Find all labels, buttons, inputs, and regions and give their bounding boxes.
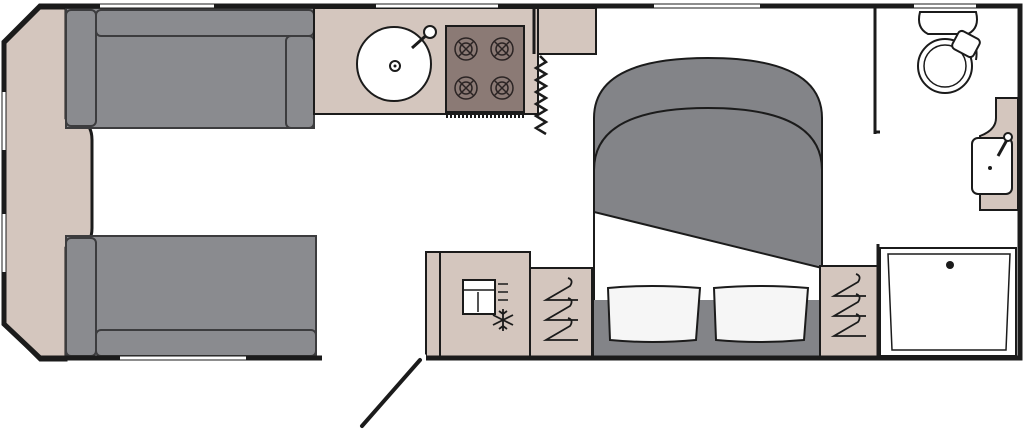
top-sofa-arm: [285, 35, 315, 129]
bottom-sofa-backrest: [95, 329, 317, 357]
coat-hanger-icon: [830, 273, 866, 337]
wardrobe-left: [529, 267, 593, 359]
kitchen: [313, 7, 597, 359]
fixed-bed-bedroom: [529, 56, 879, 359]
bottom-sofa-front-cushion: [65, 237, 97, 357]
duvet-fold: [593, 106, 823, 171]
bed-duvet: [593, 56, 823, 270]
shower-tray-icon: [879, 247, 1017, 357]
four-burner-hob-icon: [445, 25, 526, 118]
wardrobe-right: [819, 265, 879, 359]
walls: [1, 3, 1023, 361]
round-sink-icon: [356, 25, 437, 102]
entrance-door-icon: [322, 354, 426, 428]
pillow-right: [712, 285, 810, 343]
windows: [2, 4, 976, 360]
outer-wall: [1, 3, 1023, 361]
toilet-icon: [917, 11, 981, 94]
internal-partitions: [532, 6, 880, 358]
pillow-left: [606, 285, 702, 343]
fridge-freezer-icon: [425, 251, 531, 359]
folding-partition: [533, 55, 549, 136]
top-sofa: [65, 7, 315, 129]
coat-hanger-icon: [542, 277, 578, 341]
worktop-end-cupboard: [537, 7, 597, 55]
bottom-sofa: [65, 235, 317, 359]
basin-icon: [971, 97, 1019, 211]
top-sofa-front-cushion: [65, 9, 97, 127]
top-sofa-backrest: [95, 9, 315, 37]
front-lounge: [3, 6, 317, 362]
washroom: [879, 11, 1019, 357]
